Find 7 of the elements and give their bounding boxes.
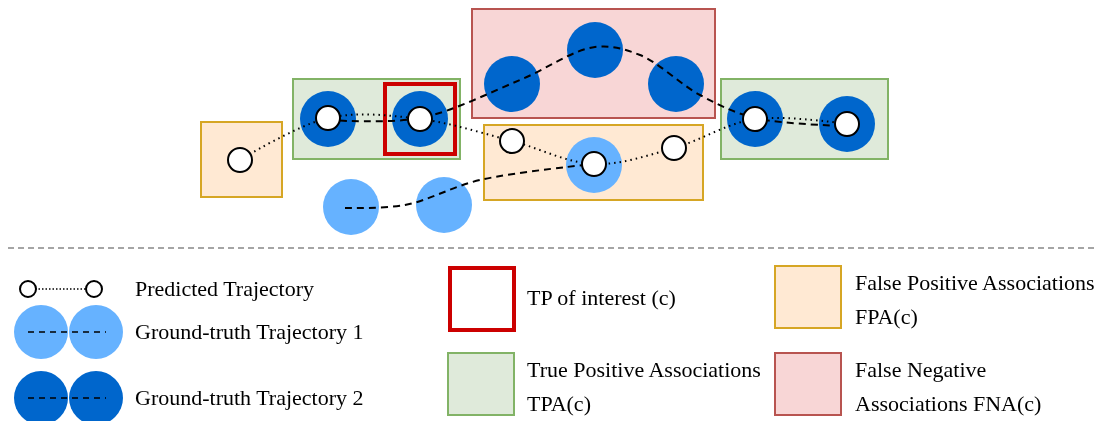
legend-label: True Positive Associations TPA(c) [527, 356, 762, 418]
legend-label: False Positive Associations FPA(c) [855, 269, 1096, 331]
legend-label: TP of interest (c) [527, 284, 677, 312]
legend-label: Predicted Trajectory [135, 275, 316, 303]
legend-label: False Negative Associations FNA(c) [855, 356, 1043, 418]
legend-label: Ground-truth Trajectory 1 [135, 318, 365, 346]
legend-label: Ground-truth Trajectory 2 [135, 384, 365, 412]
